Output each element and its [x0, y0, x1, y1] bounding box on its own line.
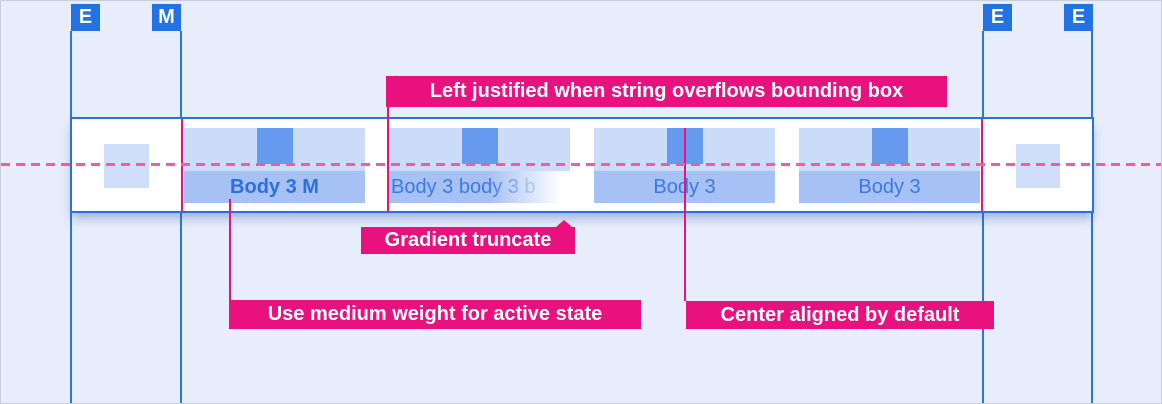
annotation-center-aligned: Center aligned by default: [686, 301, 994, 329]
tab-icon-placeholder: [461, 128, 498, 164]
guide-line-left-m-top: [180, 31, 182, 118]
annotation-left-justified: Left justified when string overflows bou…: [386, 76, 947, 107]
tab-label-gradient-truncated: Body 3 body 3 b: [389, 171, 570, 203]
guide-line-right-e2-bottom: [1091, 212, 1093, 403]
guide-line-left-e-bottom: [70, 212, 72, 403]
tab-label: Body 3: [799, 171, 980, 203]
annotation-text: Center aligned by default: [720, 303, 960, 326]
annotation-text: Gradient truncate: [384, 229, 552, 251]
tab-label: Body 3 M: [184, 171, 365, 203]
guide-line-right-e1-top: [982, 31, 984, 118]
annotation-medium-weight: Use medium weight for active state: [229, 300, 641, 329]
guide-line-left-m-bottom: [180, 212, 182, 403]
marker-letter: M: [158, 6, 175, 28]
margin-marker-m: M: [152, 4, 181, 31]
connector-medium-weight: [229, 199, 231, 300]
annotation-text: Use medium weight for active state: [267, 303, 603, 325]
offscreen-tab-icon-placeholder-right: [1016, 144, 1060, 188]
annotation-gradient-truncate: Gradient truncate: [361, 220, 575, 254]
tab-icon-placeholder: [871, 128, 908, 164]
guide-line-right-e2-top: [1091, 31, 1093, 118]
marker-letter: E: [1071, 6, 1086, 28]
margin-marker-e-right-outer: E: [1064, 4, 1093, 31]
connector-left-justified: [387, 107, 389, 212]
annotation-text: Left justified when string overflows bou…: [429, 80, 904, 102]
connector-center-aligned: [684, 128, 686, 301]
tab-icon-placeholder: [256, 128, 293, 164]
annotation-pointer-up-icon: [556, 220, 572, 227]
margin-marker-e-left: E: [71, 4, 100, 31]
guide-line-left-e-top: [70, 31, 72, 118]
marker-letter: E: [78, 6, 93, 28]
offscreen-tab-icon-placeholder-left: [104, 144, 149, 188]
vertical-center-dashed-line: [1, 163, 1161, 166]
marker-letter: E: [990, 6, 1005, 28]
margin-marker-e-right-inner: E: [983, 4, 1012, 31]
